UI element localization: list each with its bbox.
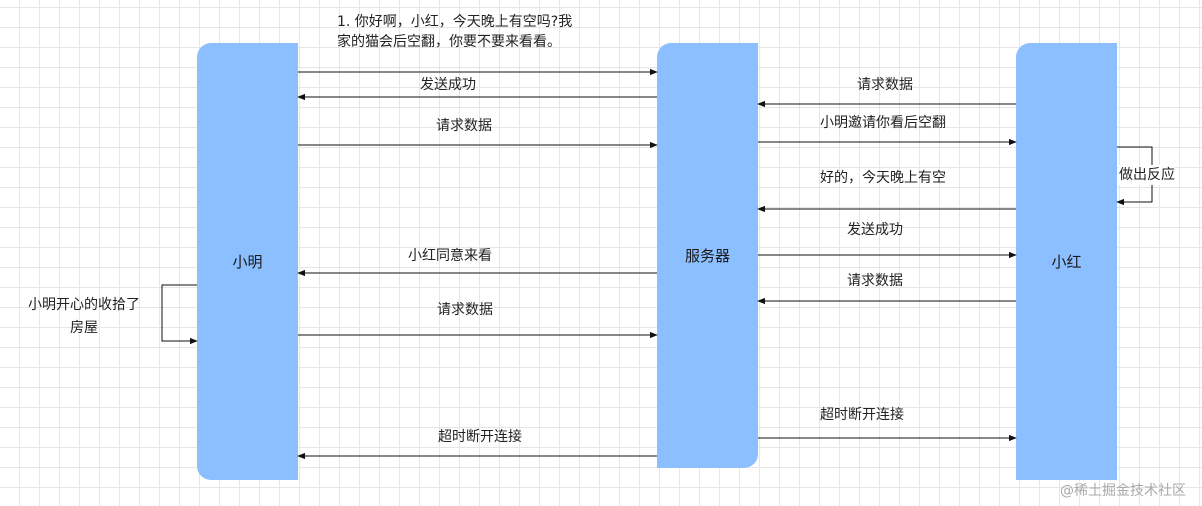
lane-server-label: 服务器 [684,247,730,265]
message-request-data-ming-2: 请求数据 [437,302,493,318]
message-invite-line2: 家的猫会后空翻，你要不要来看看。 [337,34,561,50]
self-loop-xiaoming-line2: 房屋 [70,320,98,336]
message-invite-line1: 1. 你好啊，小红，今天晚上有空吗?我 [337,14,573,30]
lane-xiaoming: 小明 [197,43,298,480]
message-send-success-hong: 发送成功 [847,222,903,238]
self-loop-xiaoming-line1: 小明开心的收拾了 [28,297,140,313]
message-timeout-ming: 超时断开连接 [438,429,522,445]
message-invite: 1. 你好啊，小红，今天晚上有空吗?我 家的猫会后空翻，你要不要来看看。 [337,12,637,52]
message-send-success-ming: 发送成功 [420,77,476,93]
message-request-data-hong-2: 请求数据 [847,273,903,289]
message-timeout-hong: 超时断开连接 [820,407,904,423]
self-loop-xiaohong-label: 做出反应 [1119,165,1175,185]
self-loop-xiaoming-label: 小明开心的收拾了 房屋 [6,294,162,340]
lane-xiaohong: 小红 [1016,43,1117,480]
message-invite-forward: 小明邀请你看后空翻 [820,115,946,131]
message-request-data-hong-1: 请求数据 [857,77,913,93]
lane-xiaoming-label: 小明 [232,253,263,271]
message-request-data-ming-1: 请求数据 [436,118,492,134]
lane-xiaohong-label: 小红 [1051,253,1082,271]
self-loop-xiaoming [161,284,198,345]
watermark: @稀土掘金技术社区 [1060,483,1186,499]
lane-server: 服务器 [657,43,758,468]
message-reply-yes: 好的，今天晚上有空 [820,170,946,186]
message-xiaohong-agrees: 小红同意来看 [408,248,492,264]
